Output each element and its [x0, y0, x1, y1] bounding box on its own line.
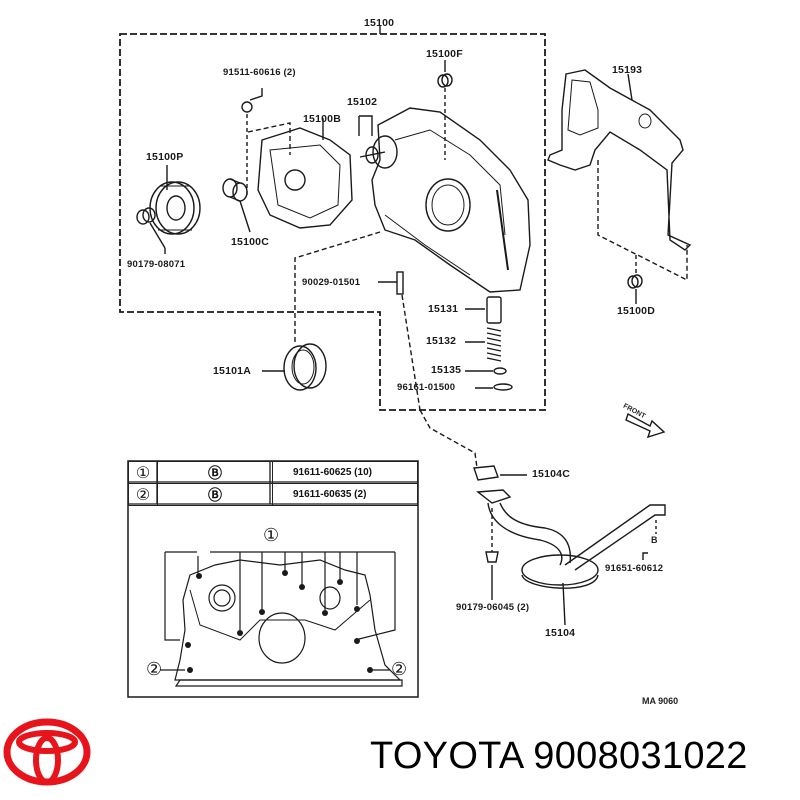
- label-90179-06045: 90179-06045 (2): [456, 602, 530, 613]
- label-96161-01500: 96161-01500: [397, 382, 456, 393]
- relief-valve: [465, 296, 513, 391]
- gear-15100p: [149, 165, 201, 235]
- label-15104: 15104: [545, 627, 576, 639]
- label-15102: 15102: [347, 96, 378, 108]
- legend-row: ① Ⓑ 91611-60625 (10): [128, 461, 418, 484]
- legend-part-number: 91611-60635 (2): [272, 483, 418, 506]
- label-91511-60616: 91511-60616 (2): [223, 67, 296, 78]
- detail-cover-view: [160, 551, 403, 687]
- label-91651-60612: 91651-60612: [605, 563, 664, 574]
- bolt-b-symbol: B: [651, 535, 658, 545]
- label-15100c: 15100C: [231, 236, 269, 248]
- seal-15101a: [262, 343, 327, 391]
- detail-marker-1: ①: [263, 525, 280, 545]
- brand-part-number: TOYOTA 9008031022: [370, 735, 748, 777]
- bolt-91511: [241, 88, 263, 195]
- legend-marker: ②: [128, 483, 158, 506]
- assembly-boundary: [119, 26, 546, 411]
- label-15100f: 15100F: [426, 48, 463, 60]
- oil-strainer-15104: [473, 465, 666, 626]
- gasket-15193: [547, 69, 692, 304]
- toyota-logo: [3, 718, 91, 786]
- front-cover: [371, 107, 531, 293]
- pump-body-15100b: [247, 118, 353, 229]
- drawing-reference: MA 9060: [642, 696, 679, 706]
- label-15193: 15193: [612, 64, 643, 76]
- label-15101a: 15101A: [213, 365, 251, 377]
- plug-90029: [378, 271, 421, 411]
- legend-part-number: 91611-60625 (10): [272, 461, 418, 484]
- label-15132: 15132: [426, 335, 457, 347]
- label-15100b: 15100B: [303, 113, 341, 125]
- nut-90179-08071: [136, 207, 166, 254]
- label-90179-08071: 90179-08071: [127, 259, 186, 270]
- bolt-legend-table: ① Ⓑ 91611-60625 (10) ② Ⓑ 91611-60635 (2): [128, 461, 418, 506]
- label-15135: 15135: [431, 364, 462, 376]
- legend-bolt-symbol: Ⓑ: [157, 483, 273, 506]
- legend-marker: ①: [128, 461, 158, 484]
- label-15100p: 15100P: [146, 151, 184, 163]
- rotor-15102: [358, 115, 398, 169]
- detail-marker-2-left: ②: [146, 659, 163, 679]
- label-15100d: 15100D: [617, 305, 655, 317]
- label-15104c: 15104C: [532, 468, 570, 480]
- label-15131: 15131: [428, 303, 459, 315]
- detail-marker-2-right: ②: [391, 659, 408, 679]
- seal-leader: [294, 231, 381, 342]
- label-assembly-15100: 15100: [364, 17, 395, 29]
- label-90029-01501: 90029-01501: [302, 277, 361, 288]
- dowel-15100f: [437, 60, 453, 160]
- legend-row: ② Ⓑ 91611-60635 (2): [128, 483, 418, 506]
- bushing-15100c: [222, 178, 251, 233]
- front-arrow-icon: [625, 412, 666, 439]
- legend-bolt-symbol: Ⓑ: [157, 461, 273, 484]
